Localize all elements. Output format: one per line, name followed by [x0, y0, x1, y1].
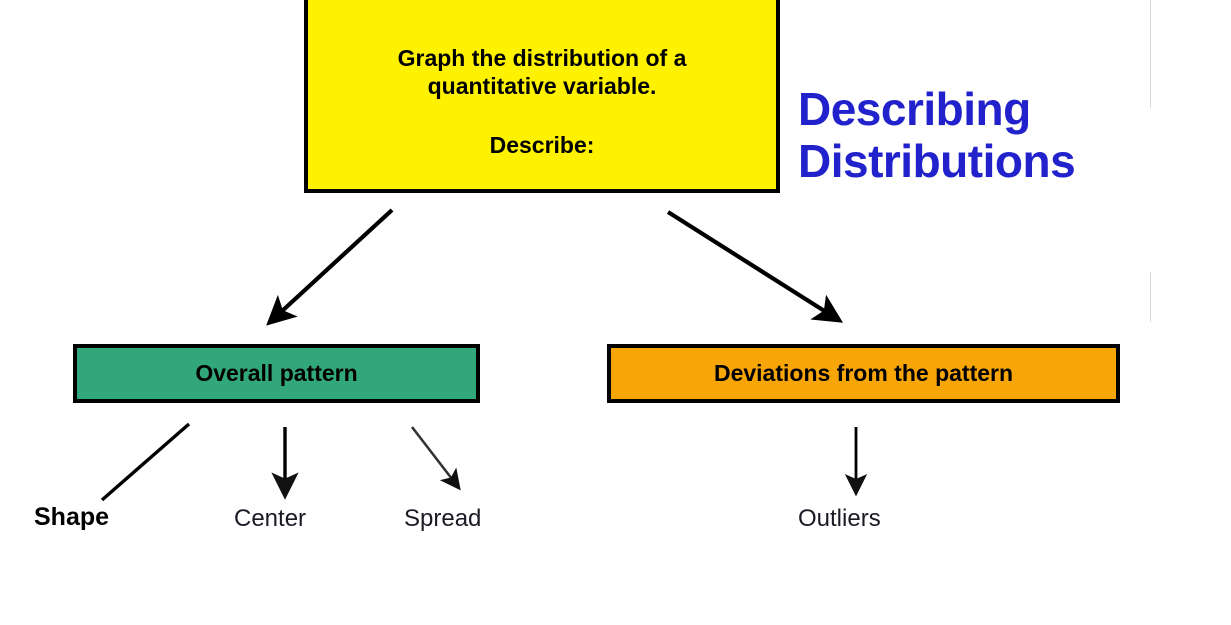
- slide-guide-line: [1150, 272, 1151, 322]
- leaf-label-spread: Spread: [404, 505, 482, 532]
- root-line-3: Describe:: [489, 131, 595, 158]
- leaf-label-outliers: Outliers: [798, 505, 881, 532]
- page-title-line-2: Distributions: [798, 134, 1076, 187]
- root-line-1: Graph the distribution of a: [397, 45, 687, 72]
- arrow-root-to-overall-pattern: [266, 208, 394, 326]
- leaf-label-shape: Shape: [34, 503, 110, 531]
- root-line-2: quantitative variable.: [427, 73, 657, 100]
- node-deviations-from-pattern[interactable]: Deviations from the pattern: [607, 344, 1120, 403]
- connector-overall-to-shape: [100, 422, 191, 502]
- slide-guide-line: [1150, 0, 1151, 108]
- arrow-overall-to-spread: [410, 426, 461, 491]
- page-title-line-1: Describing: [798, 83, 1031, 135]
- node-overall-pattern[interactable]: Overall pattern: [73, 344, 480, 403]
- node-deviations-label: Deviations from the pattern: [713, 360, 1014, 386]
- node-overall-pattern-label: Overall pattern: [195, 360, 358, 386]
- arrow-root-to-deviations: [666, 210, 844, 323]
- node-graph-distribution[interactable]: Graph the distribution of a quantitative…: [304, 0, 780, 193]
- page-title: Describing Distributions: [798, 83, 1218, 187]
- leaf-label-center: Center: [234, 505, 307, 532]
